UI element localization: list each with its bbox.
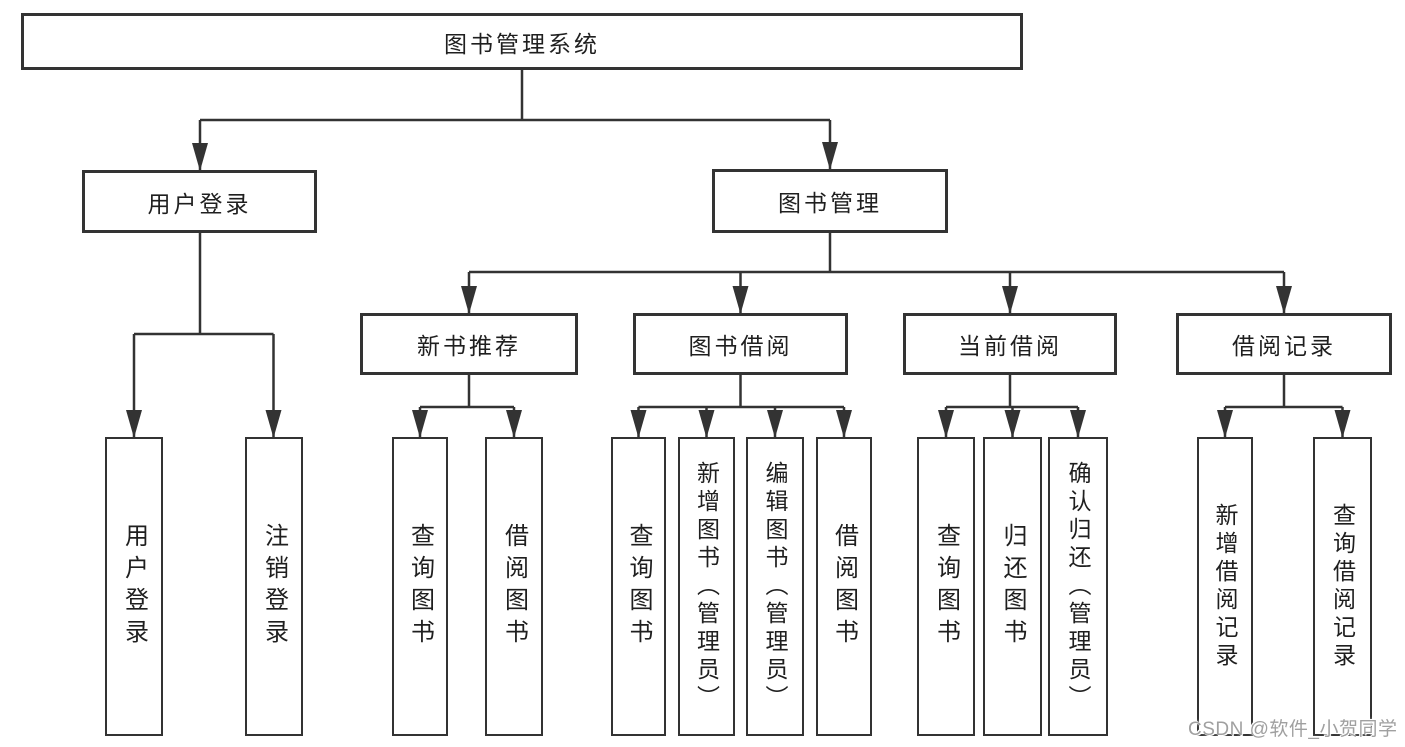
leaf-borrow-books: 借阅图书 — [816, 437, 872, 736]
leaf-edit-books-admin: 编辑图书（管理员） — [746, 437, 804, 736]
node-borrow-records: 借阅记录 — [1176, 313, 1392, 375]
csdn-watermark: CSDN @软件_小贺同学 — [1188, 719, 1398, 740]
connector-current-children — [938, 375, 1086, 438]
leaf-logout: 注销登录 — [245, 437, 303, 736]
leaf-query-books: 查询图书 — [917, 437, 975, 736]
node-book-borrow: 图书借阅 — [633, 313, 848, 375]
leaf-return-books: 归还图书 — [983, 437, 1042, 736]
node-current-borrow: 当前借阅 — [903, 313, 1117, 375]
leaf-user-login: 用户登录 — [105, 437, 163, 736]
leaf-confirm-return-admin: 确认归还（管理员） — [1048, 437, 1108, 736]
node-user-login: 用户登录 — [82, 170, 317, 233]
node-root-system: 图书管理系统 — [21, 13, 1023, 70]
leaf-borrow-books: 借阅图书 — [485, 437, 543, 736]
leaf-query-books: 查询图书 — [392, 437, 448, 736]
connector-records-children — [1217, 375, 1351, 438]
connector-root-to-level2 — [192, 70, 838, 171]
leaf-query-books: 查询图书 — [611, 437, 666, 736]
leaf-add-books-admin: 新增图书（管理员） — [678, 437, 735, 736]
leaf-query-borrow-record: 查询借阅记录 — [1313, 437, 1372, 736]
leaf-add-borrow-record: 新增借阅记录 — [1197, 437, 1253, 736]
node-book-management: 图书管理 — [712, 169, 948, 233]
node-new-book-recommend: 新书推荐 — [360, 313, 578, 375]
connector-book-mgmt-sections — [461, 233, 1292, 314]
connector-newbook-children — [412, 375, 522, 438]
connector-user-login-children — [126, 233, 282, 438]
connector-borrow-children — [630, 375, 852, 438]
